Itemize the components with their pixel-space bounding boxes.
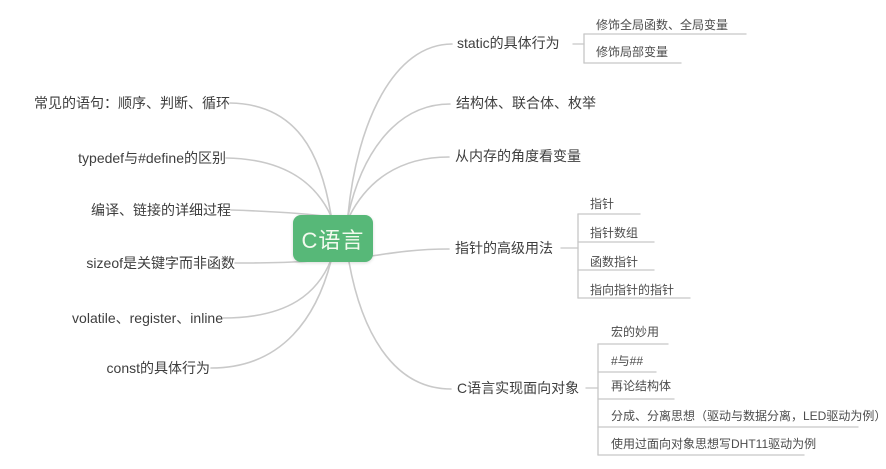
central-topic[interactable]: C语言	[293, 215, 373, 262]
topic-c-object-oriented[interactable]: C语言实现面向对象	[457, 380, 580, 396]
branch-line-right-5	[348, 261, 452, 390]
subtopic-static-global[interactable]: 修饰全局函数、全局变量	[596, 18, 729, 32]
topic-compile-link-process[interactable]: 编译、链接的详细过程	[91, 202, 231, 218]
subtopic-struct-revisited[interactable]: 再论结构体	[611, 379, 672, 393]
subtopic-function-pointer[interactable]: 函数指针	[590, 255, 639, 269]
subtopic-hash-operators[interactable]: #与##	[611, 354, 644, 368]
subtopic-pointer-array[interactable]: 指针数组	[590, 226, 639, 240]
topic-static-behavior[interactable]: static的具体行为	[457, 35, 560, 51]
topic-memory-view-of-variables[interactable]: 从内存的角度看变量	[455, 148, 581, 164]
subtopic-pointer[interactable]: 指针	[590, 197, 615, 211]
branch-line-right-3	[348, 156, 450, 218]
branch-line-left-2	[225, 157, 332, 217]
topic-sizeof-keyword[interactable]: sizeof是关键字而非函数	[86, 255, 235, 271]
topic-typedef-vs-define[interactable]: typedef与#define的区别	[78, 150, 226, 166]
branch-line-right-2	[347, 103, 451, 217]
branch-line-left-5	[222, 259, 332, 319]
subtopic-macro-magic[interactable]: 宏的妙用	[611, 325, 660, 339]
topic-pointer-advanced-usage[interactable]: 指针的高级用法	[455, 240, 553, 256]
branch-line-left-1	[229, 102, 332, 216]
topic-common-statements[interactable]: 常见的语句：顺序、判断、循环	[34, 95, 230, 111]
topic-volatile-register-inline[interactable]: volatile、register、inline	[72, 310, 223, 326]
subtopic-dht11-driver-example[interactable]: 使用过面向对象思想写DHT11驱动为例	[611, 437, 817, 451]
topic-const-behavior[interactable]: const的具体行为	[106, 360, 210, 376]
subtopic-separation-idea[interactable]: 分成、分离思想（驱动与数据分离，LED驱动为例）	[611, 409, 886, 423]
branch-line-right-1	[347, 43, 453, 216]
branch-line-left-6	[210, 260, 332, 369]
subtopic-pointer-to-pointer[interactable]: 指向指针的指针	[590, 283, 675, 297]
topic-struct-union-enum[interactable]: 结构体、联合体、枚举	[456, 95, 596, 111]
subtopic-static-local[interactable]: 修饰局部变量	[596, 45, 669, 59]
